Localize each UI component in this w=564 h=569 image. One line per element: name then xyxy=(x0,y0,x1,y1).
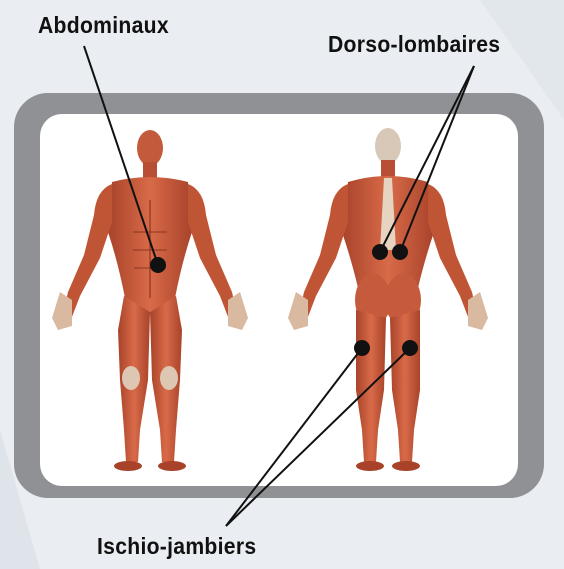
marker-ischio-jambiers-left xyxy=(354,340,370,356)
label-abdominaux: Abdominaux xyxy=(38,12,169,39)
front-figure xyxy=(52,130,248,471)
marker-dorso-lombaires-right xyxy=(392,244,408,260)
marker-dorso-lombaires-left xyxy=(372,244,388,260)
label-dorso-lombaires: Dorso-lombaires xyxy=(328,31,500,58)
marker-ischio-jambiers-right xyxy=(402,340,418,356)
label-ischio-jambiers: Ischio-jambiers xyxy=(97,533,256,560)
back-figure xyxy=(288,128,488,471)
marker-abdominaux xyxy=(150,257,166,273)
